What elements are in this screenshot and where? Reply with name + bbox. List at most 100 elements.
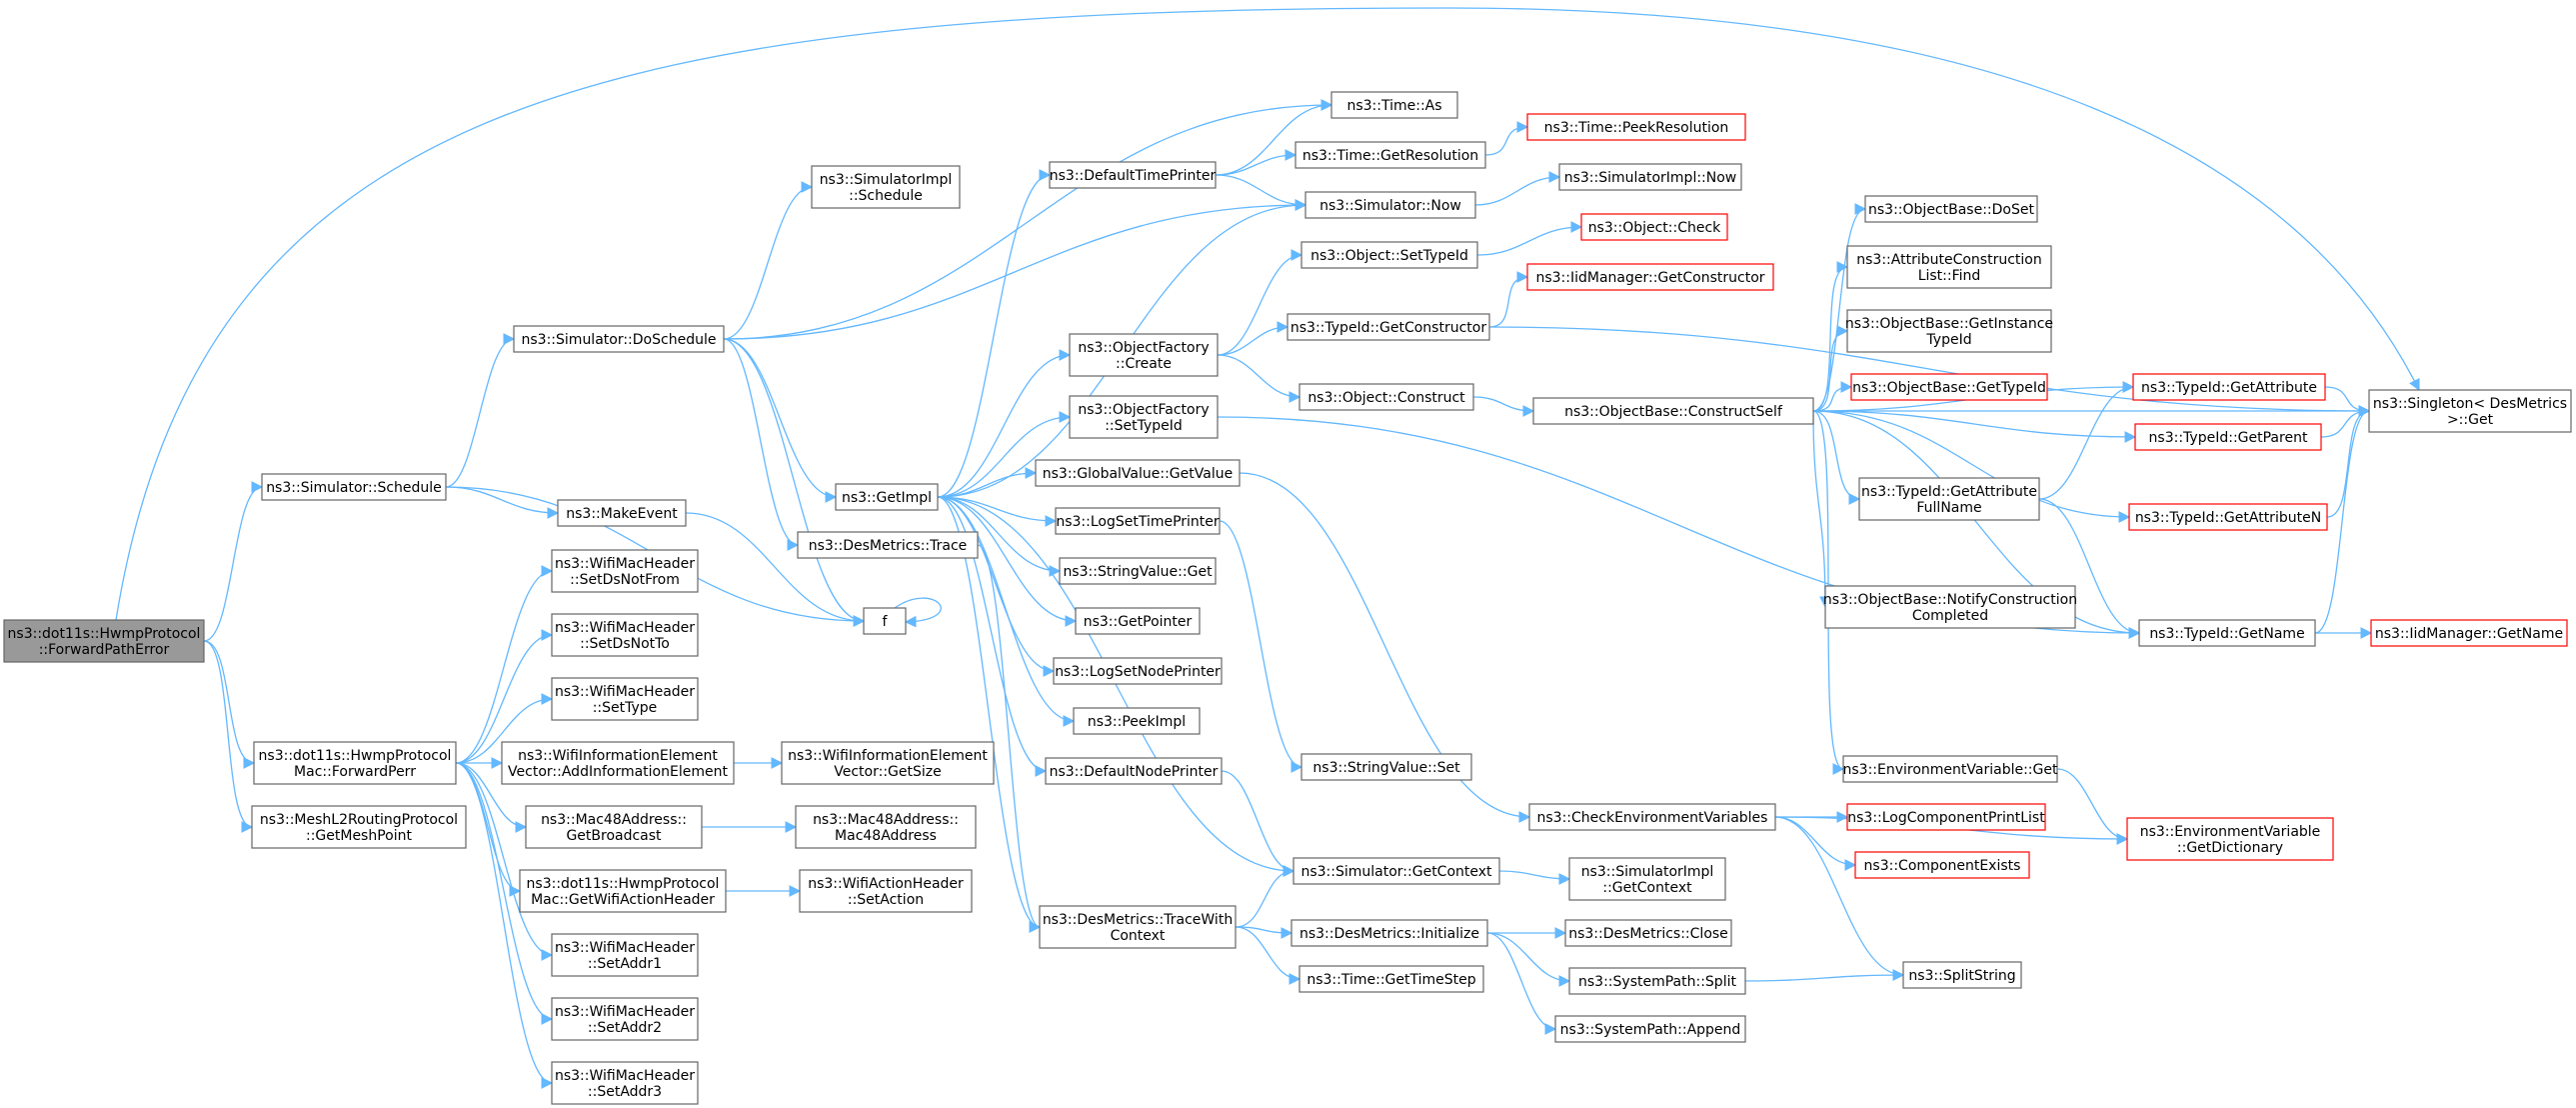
node-simimplnow[interactable]: ns3::SimulatorImpl::Now xyxy=(1558,163,1742,191)
node-setaction[interactable]: ns3::WifiActionHeader::SetAction xyxy=(799,869,973,913)
node-root[interactable]: ns3::dot11s::HwmpProtocol::ForwardPathEr… xyxy=(3,619,205,663)
node-deftimeprinter[interactable]: ns3::DefaultTimePrinter xyxy=(1049,161,1217,189)
node-getbroadcast[interactable]: ns3::Mac48Address::GetBroadcast xyxy=(525,805,703,849)
node-label: ns3::SystemPath::Split xyxy=(1578,974,1736,990)
node-typeidgetname[interactable]: ns3::TypeId::GetName xyxy=(2138,619,2316,647)
node-objfactsettypeid[interactable]: ns3::ObjectFactory::SetTypeId xyxy=(1069,395,1219,439)
edge-getimpl-to-getpointer xyxy=(937,496,1078,627)
edge-objfactcreate-to-typeidgetctor xyxy=(1217,321,1289,356)
node-getimpl[interactable]: ns3::GetImpl xyxy=(835,483,939,511)
node-singletonget[interactable]: ns3::Singleton< DesMetrics>::Get xyxy=(2368,389,2572,433)
node-peekimpl[interactable]: ns3::PeekImpl xyxy=(1073,707,1201,735)
node-box xyxy=(1528,803,1776,831)
node-dsnotto[interactable]: ns3::WifiMacHeader::SetDsNotTo xyxy=(551,613,699,657)
node-makeevent[interactable]: ns3::MakeEvent xyxy=(557,499,687,527)
node-iidgetname[interactable]: ns3::IidManager::GetName xyxy=(2370,619,2568,647)
node-label: Mac::GetWifiActionHeader xyxy=(531,892,715,908)
node-label: ns3::Object::SetTypeId xyxy=(1310,248,1468,264)
node-envget[interactable]: ns3::EnvironmentVariable::Get xyxy=(1842,755,2058,783)
edge-fwdperr-to-dsnotfrom xyxy=(455,565,554,764)
node-objfactcreate[interactable]: ns3::ObjectFactory::Create xyxy=(1069,333,1219,377)
node-simgetctx[interactable]: ns3::Simulator::GetContext xyxy=(1292,857,1500,885)
node-iidgetctor[interactable]: ns3::IidManager::GetConstructor xyxy=(1526,263,1774,291)
node-getpointer[interactable]: ns3::GetPointer xyxy=(1075,607,1201,635)
edge-desminit-to-spsplit xyxy=(1486,932,1571,987)
node-timegetstep[interactable]: ns3::Time::GetTimeStep xyxy=(1298,965,1484,993)
node-box xyxy=(1554,1015,1746,1043)
node-objconstruct[interactable]: ns3::Object::Construct xyxy=(1298,383,1474,411)
edge-fwdperr-to-dsnotto xyxy=(455,629,554,764)
node-typeidgetctor[interactable]: ns3::TypeId::GetConstructor xyxy=(1287,313,1490,341)
node-notifyconstr[interactable]: ns3::ObjectBase::NotifyConstructionCompl… xyxy=(1823,585,2077,629)
node-objsettypeid[interactable]: ns3::Object::SetTypeId xyxy=(1300,241,1478,269)
node-simimplsched[interactable]: ns3::SimulatorImpl::Schedule xyxy=(811,165,961,209)
node-box xyxy=(1858,477,2040,521)
node-addr1[interactable]: ns3::WifiMacHeader::SetAddr1 xyxy=(551,933,699,977)
node-addr3[interactable]: ns3::WifiMacHeader::SetAddr3 xyxy=(551,1061,699,1105)
node-checkenv[interactable]: ns3::CheckEnvironmentVariables xyxy=(1528,803,1776,831)
node-timegetres[interactable]: ns3::Time::GetResolution xyxy=(1294,141,1486,169)
node-box xyxy=(1304,191,1476,219)
node-label: ns3::DefaultTimePrinter xyxy=(1050,168,1217,184)
node-getwifiaction[interactable]: ns3::dot11s::HwmpProtocolMac::GetWifiAct… xyxy=(519,869,727,913)
node-timeas[interactable]: ns3::Time::As xyxy=(1330,91,1458,119)
node-typeidgetparent[interactable]: ns3::TypeId::GetParent xyxy=(2134,423,2322,451)
node-desmtrace[interactable]: ns3::DesMetrics::Trace xyxy=(797,531,979,559)
node-addie[interactable]: ns3::WifiInformationElementVector::AddIn… xyxy=(501,741,735,785)
node-compexists[interactable]: ns3::ComponentExists xyxy=(1854,851,2030,879)
node-envgetdict[interactable]: ns3::EnvironmentVariable::GetDictionary xyxy=(2126,817,2334,861)
node-box xyxy=(1059,557,1217,585)
node-constructself[interactable]: ns3::ObjectBase::ConstructSelf xyxy=(1532,397,1814,425)
node-stringvalueget[interactable]: ns3::StringValue::Get xyxy=(1059,557,1217,585)
edge-dosched-to-f xyxy=(723,338,866,627)
node-objbasegettypeid[interactable]: ns3::ObjectBase::GetTypeId xyxy=(1850,373,2048,401)
node-dosched[interactable]: ns3::Simulator::DoSchedule xyxy=(513,325,725,353)
node-box xyxy=(1300,241,1478,269)
node-label: ::SetAction xyxy=(848,892,924,908)
node-box xyxy=(1069,395,1219,439)
edge-desminit-to-spappend xyxy=(1486,932,1557,1035)
node-spappend[interactable]: ns3::SystemPath::Append xyxy=(1554,1015,1746,1043)
node-mac48[interactable]: ns3::Mac48Address::Mac48Address xyxy=(795,805,977,849)
node-addr2[interactable]: ns3::WifiMacHeader::SetAddr2 xyxy=(551,997,699,1041)
node-iegetsize[interactable]: ns3::WifiInformationElementVector::GetSi… xyxy=(781,741,995,785)
node-typeidgetattrn[interactable]: ns3::TypeId::GetAttributeN xyxy=(2128,503,2328,531)
node-sched[interactable]: ns3::Simulator::Schedule xyxy=(261,473,447,501)
node-defnodeprinter[interactable]: ns3::DefaultNodePrinter xyxy=(1045,757,1223,785)
node-desmclose[interactable]: ns3::DesMetrics::Close xyxy=(1564,919,1732,947)
node-label: ns3::DesMetrics::TraceWith xyxy=(1043,912,1233,928)
node-getmesh[interactable]: ns3::MeshL2RoutingProtocol::GetMeshPoint xyxy=(251,805,467,849)
node-fwdperr[interactable]: ns3::dot11s::HwmpProtocolMac::ForwardPer… xyxy=(253,741,457,785)
node-box xyxy=(2138,619,2316,647)
node-stringvalueset[interactable]: ns3::StringValue::Set xyxy=(1300,753,1472,781)
node-objbasedoset[interactable]: ns3::ObjectBase::DoSet xyxy=(1864,195,2038,223)
node-simnow[interactable]: ns3::Simulator::Now xyxy=(1304,191,1476,219)
edge-getimpl-to-objfactsettypeid xyxy=(937,411,1072,498)
node-dsnotfrom[interactable]: ns3::WifiMacHeader::SetDsNotFrom xyxy=(551,549,699,593)
node-desminit[interactable]: ns3::DesMetrics::Initialize xyxy=(1290,919,1488,947)
node-label: FullName xyxy=(1916,500,1981,516)
node-label: Mac48Address xyxy=(835,828,937,844)
node-f[interactable]: f xyxy=(863,607,907,635)
edge-dosched-to-simimplsched xyxy=(723,181,814,340)
node-objcheck[interactable]: ns3::Object::Check xyxy=(1580,213,1728,241)
node-simimplgetctx[interactable]: ns3::SimulatorImpl::GetContext xyxy=(1568,857,1726,901)
node-settype[interactable]: ns3::WifiMacHeader::SetType xyxy=(551,677,699,721)
node-gvgetvalue[interactable]: ns3::GlobalValue::GetValue xyxy=(1035,459,1241,487)
node-splitstring[interactable]: ns3::SplitString xyxy=(1902,961,2022,989)
node-typeidgetattr[interactable]: ns3::TypeId::GetAttribute xyxy=(2132,373,2326,401)
node-label: ::SetType xyxy=(593,700,658,716)
node-logsettimeprinter[interactable]: ns3::LogSetTimePrinter xyxy=(1055,507,1221,535)
node-box xyxy=(1532,397,1814,425)
node-spsplit[interactable]: ns3::SystemPath::Split xyxy=(1568,967,1746,995)
node-logcompprintlist[interactable]: ns3::LogComponentPrintList xyxy=(1846,803,2046,831)
edge-root-to-singletonget xyxy=(115,7,2420,621)
node-label: ns3::SystemPath::Append xyxy=(1560,1022,1741,1038)
node-label: ns3::TypeId::GetName xyxy=(2149,626,2304,642)
node-timepeekres[interactable]: ns3::Time::PeekResolution xyxy=(1526,113,1746,141)
node-logsetnodeprinter[interactable]: ns3::LogSetNodePrinter xyxy=(1053,657,1223,685)
